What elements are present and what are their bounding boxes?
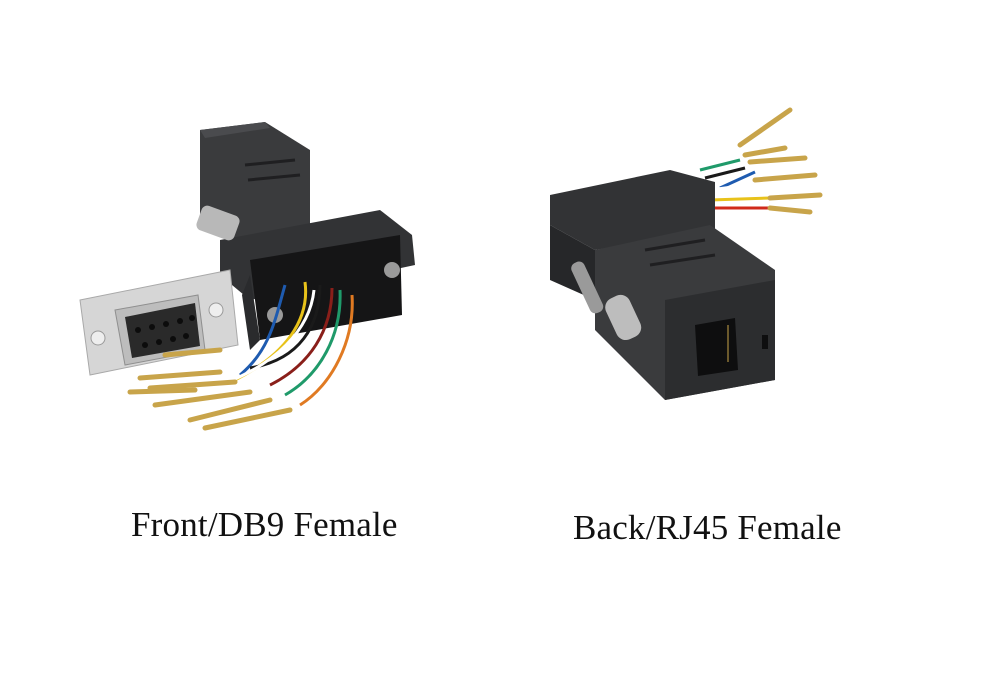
rj45-adapter-back-image xyxy=(540,100,840,410)
db9-adapter-front-image xyxy=(70,110,440,440)
db9-adapter-illustration xyxy=(79,122,415,431)
caption-back-rj45-female: Back/RJ45 Female xyxy=(573,508,842,547)
caption-front-db9-female: Front/DB9 Female xyxy=(131,505,398,544)
rj45-adapter-illustration xyxy=(550,107,823,400)
